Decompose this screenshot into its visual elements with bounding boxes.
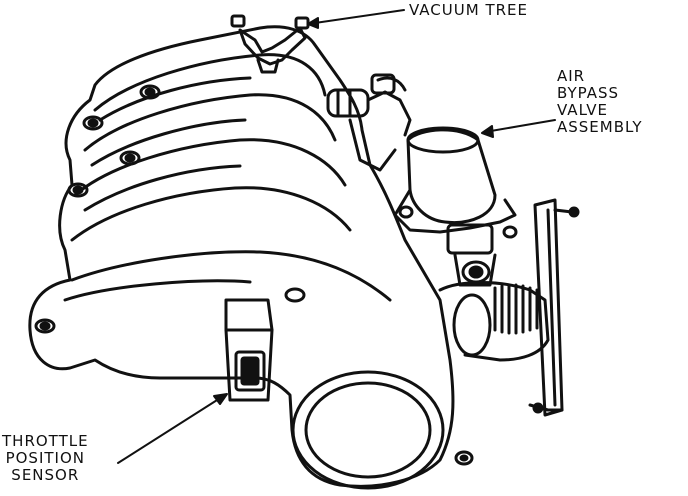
label-line: THROTTLE bbox=[2, 432, 89, 450]
label-line: BYPASS bbox=[557, 84, 620, 102]
vacuum-tree bbox=[230, 14, 310, 74]
leader-throttle-position-sensor bbox=[117, 393, 228, 464]
throttle-return-spring bbox=[493, 283, 539, 335]
label-line: VALVE bbox=[557, 101, 609, 119]
throttle-bore bbox=[291, 370, 474, 490]
label-line: ASSEMBLY bbox=[557, 118, 643, 136]
throttle-body bbox=[438, 281, 550, 362]
mounting-bosses bbox=[34, 84, 306, 334]
throttle-bracket bbox=[528, 198, 580, 417]
label-line: SENSOR bbox=[11, 466, 80, 484]
upper-fitting bbox=[326, 73, 412, 172]
air-bypass-valve bbox=[393, 126, 518, 287]
label-line: POSITION bbox=[5, 449, 85, 467]
label-air-bypass-valve-assembly: AIR BYPASS VALVE ASSEMBLY bbox=[557, 68, 643, 136]
label-throttle-position-sensor: THROTTLE POSITION SENSOR bbox=[2, 433, 89, 484]
leader-air-bypass-valve bbox=[481, 119, 556, 138]
label-vacuum-tree: VACUUM TREE bbox=[409, 1, 528, 19]
throttle-position-sensor bbox=[224, 298, 274, 402]
label-line: AIR bbox=[557, 67, 586, 85]
leader-vacuum-tree bbox=[307, 9, 405, 29]
